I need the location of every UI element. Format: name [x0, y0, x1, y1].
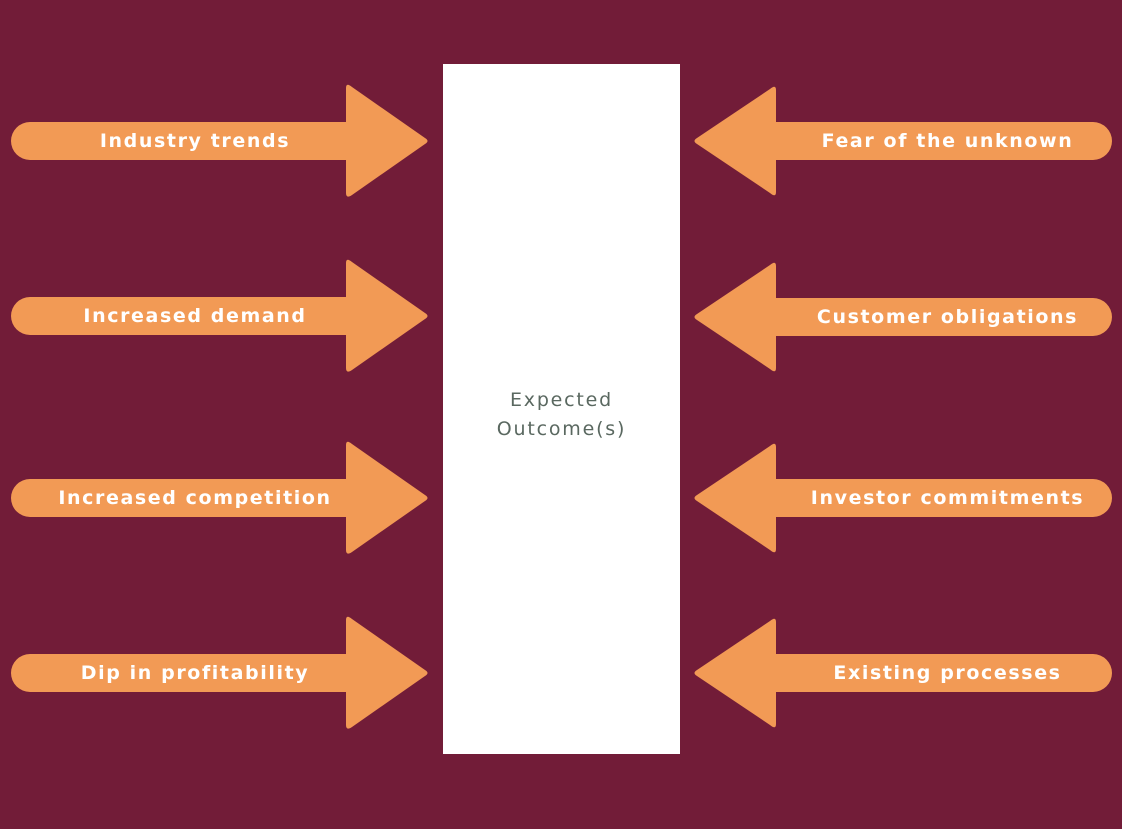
center-line-2: Outcome(s) [496, 418, 627, 440]
left-arrow-4 [11, 616, 428, 729]
right-arrow-label-4: Existing processes [833, 662, 1062, 684]
center-line-1: Expected [509, 389, 614, 411]
left-arrow-1 [11, 84, 428, 197]
right-arrow-3 [694, 443, 1112, 553]
left-arrow-2 [11, 259, 428, 372]
left-arrow-label-2: Increased demand [83, 305, 307, 327]
right-arrow-1 [694, 86, 1112, 196]
expected-outcome-box: Expected Outcome(s) [443, 64, 680, 754]
left-arrow-label-4: Dip in profitability [80, 662, 310, 684]
left-arrow-3 [11, 441, 428, 554]
right-arrow-label-1: Fear of the unknown [821, 130, 1074, 152]
right-arrow-label-3: Investor commitments [810, 487, 1085, 509]
right-arrow-label-2: Customer obligations [816, 306, 1079, 328]
left-arrow-label-1: Industry trends [99, 130, 291, 152]
expected-outcome-label: Expected Outcome(s) [443, 386, 680, 444]
right-arrow-2 [694, 262, 1112, 372]
left-arrow-label-3: Increased competition [58, 487, 332, 509]
right-arrow-4 [694, 618, 1112, 728]
